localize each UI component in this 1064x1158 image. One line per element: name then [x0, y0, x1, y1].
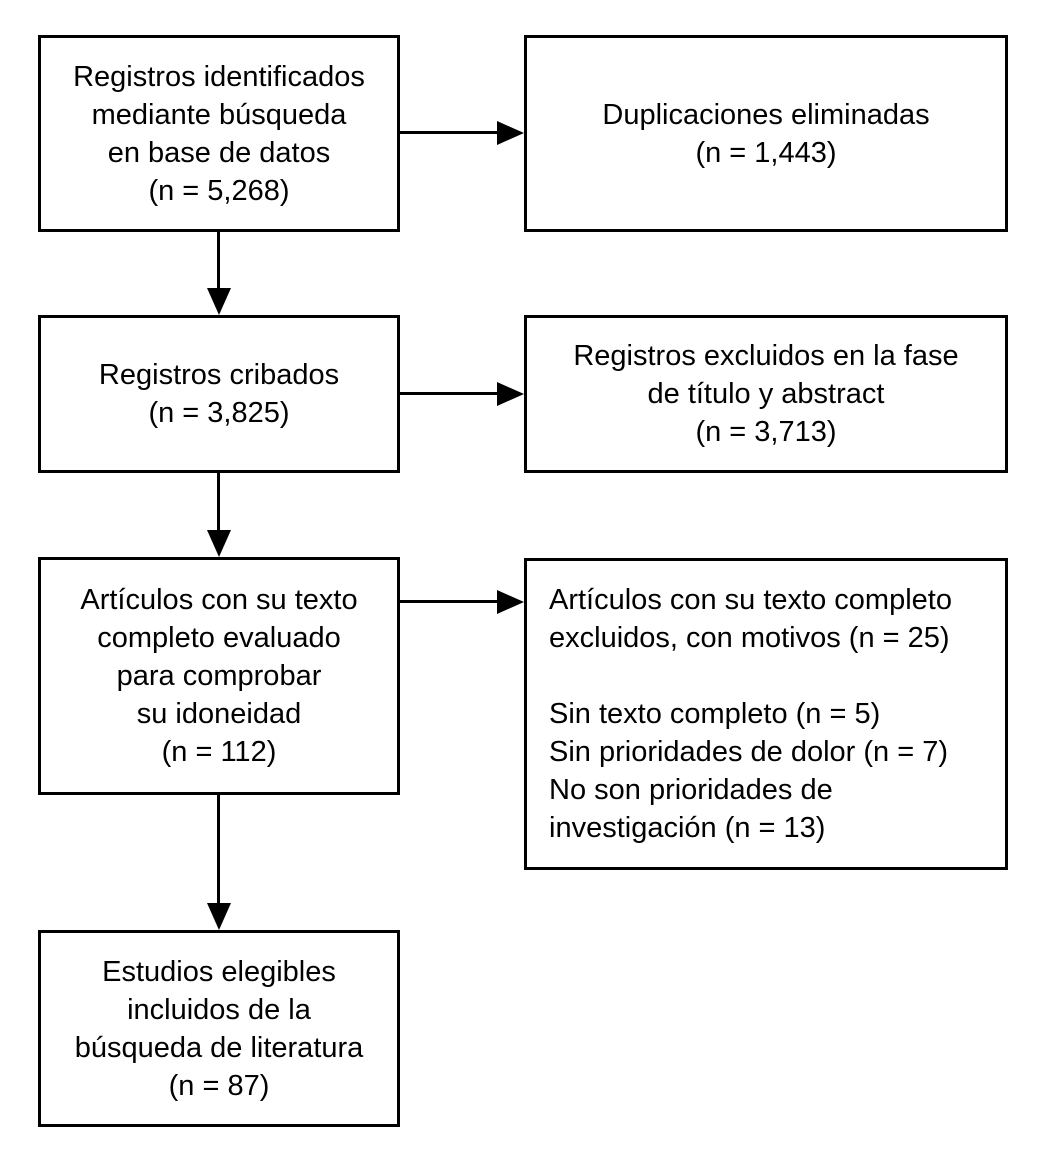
arrow-shaft	[400, 392, 499, 395]
box-excluded-title-abstract: Registros excluidos en la fase de título…	[524, 315, 1008, 473]
box-fulltext-assessed: Artículos con su texto completo evaluado…	[38, 557, 400, 795]
box-fulltext-assessed-text: Artículos con su texto completo evaluado…	[80, 584, 358, 768]
box-records-screened: Registros cribados (n = 3,825)	[38, 315, 400, 473]
box-fulltext-excluded: Artículos con su texto completo excluido…	[524, 558, 1008, 870]
arrowhead-down-icon	[207, 903, 231, 930]
arrowhead-down-icon	[207, 530, 231, 557]
arrow-shaft	[400, 600, 499, 603]
box-duplicates-removed-text: Duplicaciones eliminadas (n = 1,443)	[602, 98, 930, 169]
arrowhead-right-icon	[497, 121, 524, 145]
arrow-screened-to-excluded	[400, 382, 524, 406]
box-records-screened-text: Registros cribados (n = 3,825)	[98, 359, 340, 429]
arrow-screened-to-fulltext	[207, 473, 231, 557]
arrowhead-right-icon	[497, 382, 524, 406]
box-fulltext-excluded-text: Artículos con su texto completo excluido…	[549, 584, 952, 844]
arrow-fulltext-to-included	[207, 795, 231, 930]
box-records-identified-text: Registros identificados mediante búsqued…	[73, 60, 365, 207]
box-records-identified: Registros identificados mediante búsqued…	[38, 35, 400, 232]
box-excluded-title-abstract-text: Registros excluidos en la fase de título…	[573, 340, 959, 448]
arrow-fulltext-to-excluded	[400, 590, 524, 614]
arrow-shaft	[217, 473, 220, 532]
box-studies-included-text: Estudios elegibles incluidos de la búsqu…	[74, 955, 364, 1102]
arrow-shaft	[217, 795, 220, 905]
arrow-shaft	[217, 232, 220, 290]
arrow-shaft	[400, 131, 499, 134]
arrow-identified-to-screened	[207, 232, 231, 315]
arrowhead-right-icon	[497, 590, 524, 614]
box-studies-included: Estudios elegibles incluidos de la búsqu…	[38, 930, 400, 1127]
box-duplicates-removed: Duplicaciones eliminadas (n = 1,443)	[524, 35, 1008, 232]
arrow-identified-to-duplicates	[400, 121, 524, 145]
arrowhead-down-icon	[207, 288, 231, 315]
